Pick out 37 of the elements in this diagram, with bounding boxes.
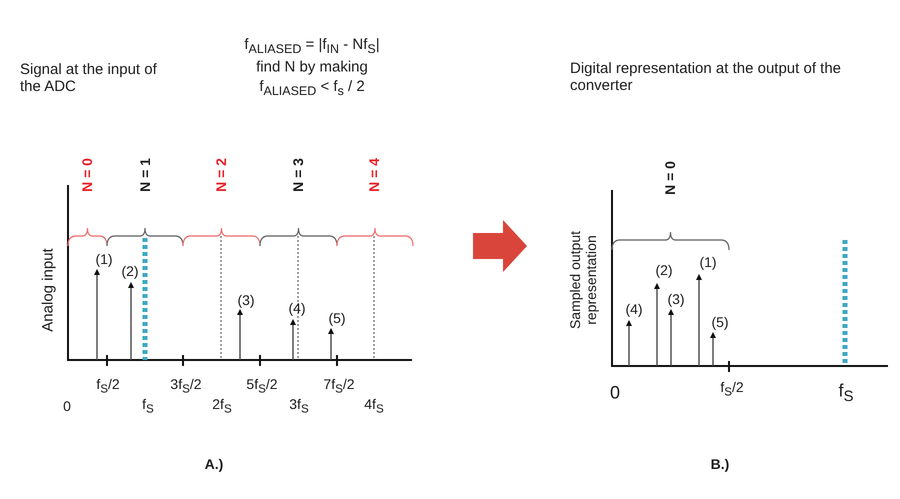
peak-label: (4) — [625, 300, 643, 318]
tick-label: 7f$_{S}$/2 — [323, 376, 355, 396]
tick-label: f$_{S}$ — [838, 380, 854, 406]
tick-label: f$_{S}$ — [142, 396, 154, 416]
n-label: N = 0 — [662, 161, 678, 195]
tick-label: f$_{S}$/2 — [96, 376, 120, 396]
n-label: N = 4 — [366, 158, 382, 192]
tick-label: 2f$_{S}$ — [212, 396, 232, 416]
peak-label: (3) — [667, 290, 685, 308]
formula-text: f$_{ALIASED}$ < f$_{s}$ / 2 — [259, 78, 365, 98]
tick-label: 3f$_{S}$ — [289, 396, 309, 416]
tick-label: 4f$_{S}$ — [364, 396, 384, 416]
axis-title: Analog input — [39, 248, 57, 332]
n-label: N = 0 — [78, 158, 96, 192]
tick-label: 5f$_{S}$/2 — [246, 376, 278, 396]
heading-text: Digital representation at the output of the converter — [570, 60, 842, 94]
peak-label: (4) — [288, 300, 306, 316]
n-label: N = 2 — [212, 158, 230, 192]
peak-label: (2) — [655, 262, 673, 278]
n-label: N = 1 — [136, 158, 154, 192]
peak-label: (2) — [121, 262, 139, 280]
n-label: N = 3 — [290, 158, 306, 192]
panel-label: A.) — [204, 456, 224, 472]
panel-label: B.) — [710, 456, 730, 472]
peak-label: (1) — [95, 250, 113, 268]
peak-label: (1) — [699, 254, 717, 270]
heading-text: Signal at the input of the ADC — [20, 60, 158, 96]
axis-title: Sampled output representation — [566, 230, 600, 332]
tick-label: 0 — [610, 382, 620, 404]
formula-text: find N by making — [256, 58, 368, 76]
peak-label: (5) — [711, 314, 729, 330]
tick-label: f$_{S}$/2 — [720, 378, 744, 400]
peak-label: (5) — [328, 310, 346, 326]
tick-label: 3f$_{S}$/2 — [170, 376, 202, 396]
formula-text: f$_{ALIASED}$ = |f$_{IN}$ - Nf$_{S}$| — [244, 36, 380, 56]
tick-label: 0 — [63, 398, 71, 414]
peak-label: (3) — [237, 292, 255, 308]
